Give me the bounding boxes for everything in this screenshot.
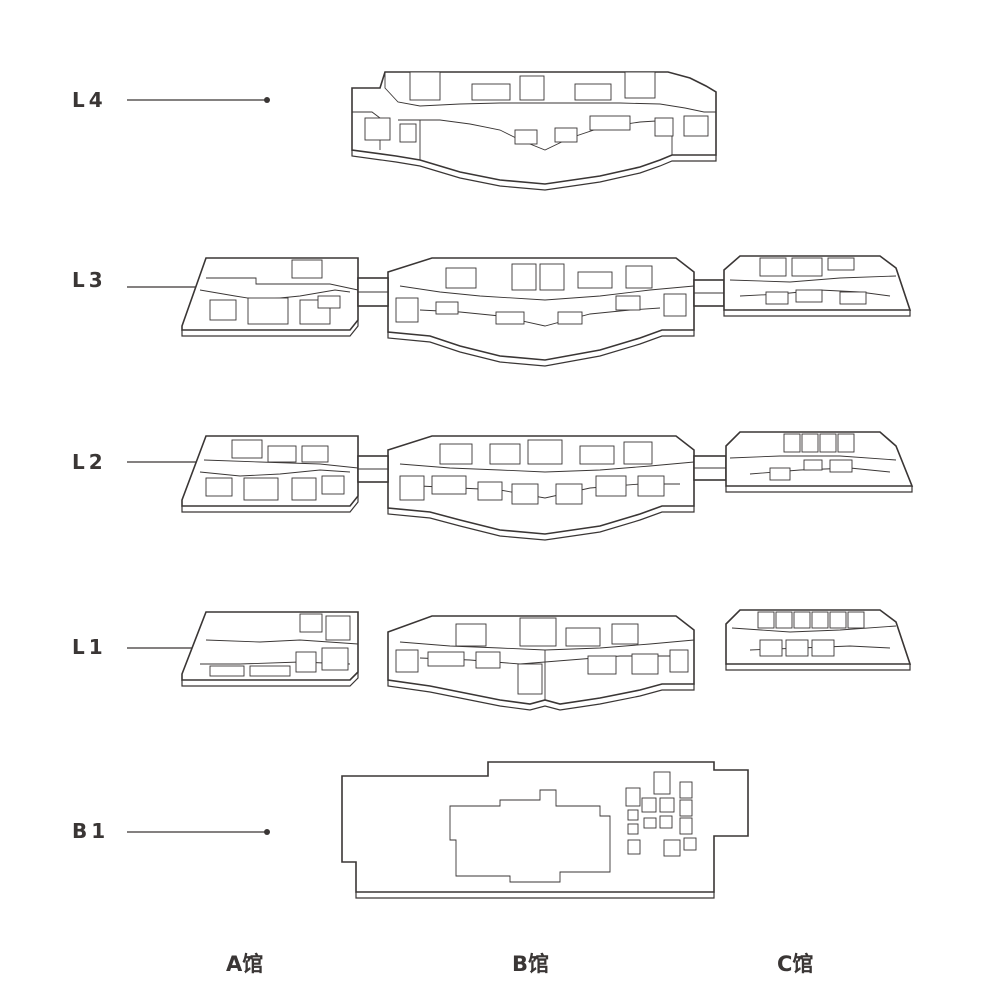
floor-plan-l1-c: [725, 609, 912, 671]
floor-plan-l1-a: [181, 611, 359, 687]
floor-plan-l2-b: [387, 435, 695, 541]
floor-plan-b1: [341, 761, 749, 899]
connector-l3-bc: [693, 279, 725, 307]
floor-label-group-b1: B1: [72, 819, 270, 843]
floor-label-l1: L1: [72, 635, 107, 659]
floor-label-l3: L3: [72, 268, 107, 292]
leader-dot-b1: [264, 829, 270, 835]
floor-plan-l3-b: [387, 257, 695, 367]
hall-label-c: C馆: [777, 952, 813, 976]
floor-label-b1: B1: [72, 819, 109, 843]
hall-label-b: B馆: [512, 952, 549, 976]
connector-l2-ab: [357, 455, 389, 483]
floor-label-group-l4: L4: [72, 88, 270, 112]
hall-label-a: A馆: [226, 952, 263, 976]
floor-label-l4: L4: [72, 88, 107, 112]
connector-l3-ab: [357, 277, 389, 307]
floor-plan-l3-a: [181, 257, 359, 337]
floor-plan-l2-a: [181, 435, 359, 513]
floor-plan-l4-b: [351, 71, 717, 191]
connector-l2-bc: [693, 455, 727, 481]
floor-plan-l2-c: [725, 431, 914, 493]
floor-plan-l3-c: [723, 255, 912, 317]
floor-label-l2: L2: [72, 450, 107, 474]
floor-plan-l1-b: [387, 615, 695, 711]
leader-dot-l4: [264, 97, 270, 103]
